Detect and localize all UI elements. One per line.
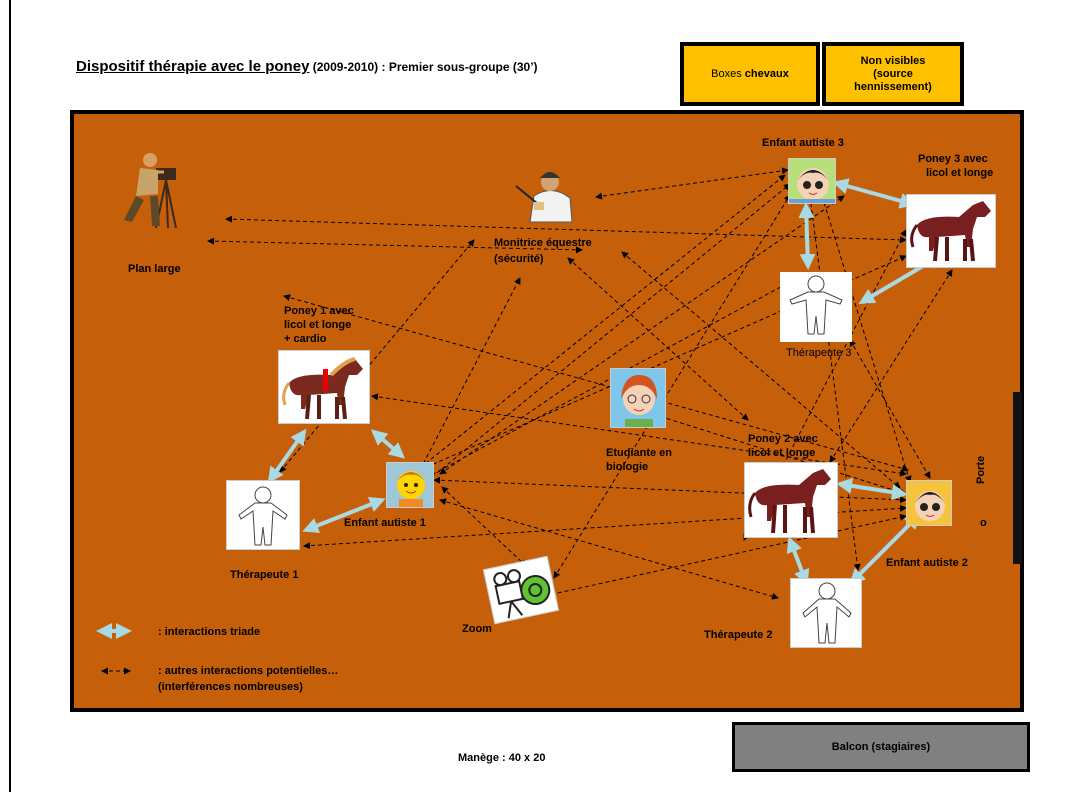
camera-operator-icon [108,146,186,230]
label-poney3-2: licol et longe [926,167,994,179]
title-subgroup: Premier sous-groupe (30’) [388,60,538,74]
instructor-icon [512,164,574,226]
label-poney1-1: Poney 1 avec [284,305,354,317]
page-title: Dispositif thérapie avec le poney (2009-… [76,58,538,75]
label-enfant-2: Enfant autiste 2 [886,557,968,569]
therapist-2-icon [790,578,862,648]
stables-box: Boxes chevaux [680,42,820,106]
balcony-box: Balcon (stagiaires) [732,722,1030,772]
label-poney1-2: licol et longe [284,319,352,331]
child-1-face-icon [386,462,434,508]
page-frame-left [9,0,11,792]
child-2-face-icon [906,480,952,526]
label-porte-o: o [980,517,987,529]
label-enfant-1: Enfant autiste 1 [344,517,426,529]
manege-dimensions: Manège : 40 x 20 [458,752,546,764]
balcony-label: Balcon (stagiaires) [831,741,931,753]
label-therapeute-1: Thérapeute 1 [230,569,299,581]
pony-3-icon [906,194,996,268]
stables-prefix: Boxes [711,67,745,80]
therapist-1-icon [226,480,300,550]
child-3-face-icon [788,158,836,204]
label-plan-large: Plan large [128,263,181,275]
zoom-camera-icon [482,555,560,625]
student-face-icon [610,368,666,428]
dashed-arrows [207,167,953,600]
triad-arrows [96,178,944,639]
label-poney3-1: Poney 3 avec [918,153,988,165]
label-etudiante-2: biologie [606,461,649,473]
label-enfant-3: Enfant autiste 3 [762,137,844,149]
stables-bold: chevaux [744,67,789,80]
therapist-3-icon [780,272,852,342]
title-main: Dispositif thérapie avec le poney [76,58,310,75]
legend-triade: : interactions triade [158,626,261,638]
label-monitrice-2: (sécurité) [494,253,544,265]
label-therapeute-3: Thérapeute 3 [786,347,852,359]
label-porte: Porte [975,455,987,484]
label-etudiante-1: Etudiante en [606,447,673,459]
label-poney2-2: licol et longe [748,447,816,459]
pony-2-icon [744,462,838,538]
legend-autres-2: (interférences nombreuses) [158,681,303,693]
door [1013,392,1022,564]
label-therapeute-2: Thérapeute 2 [704,629,773,641]
legend-autres-1: : autres interactions potentielles… [158,665,339,677]
label-poney2-1: Poney 2 avec [748,433,818,445]
label-poney1-3: + cardio [284,333,327,345]
label-monitrice-1: Monitrice équestre [494,237,592,249]
title-years: (2009-2010) : [309,60,389,74]
pony-1-icon [278,350,370,424]
hidden-box-label: Non visibles (source hennissement) [854,54,932,93]
hidden-box: Non visibles (source hennissement) [822,42,964,106]
label-zoom: Zoom [462,623,492,635]
